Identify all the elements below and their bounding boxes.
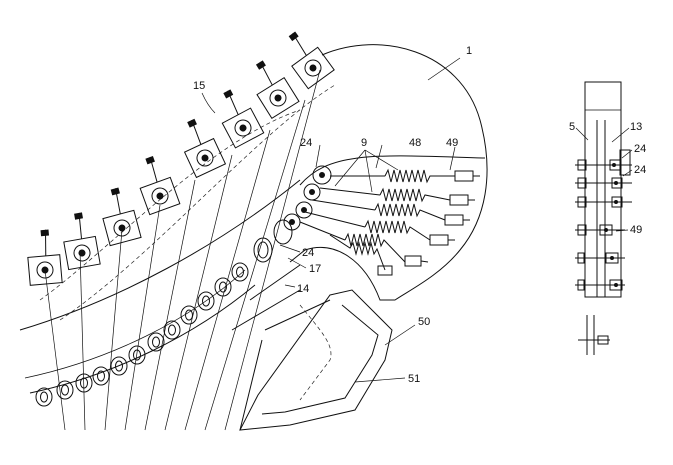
label-15: 15 bbox=[193, 80, 205, 92]
needle-lines bbox=[44, 69, 321, 431]
housing-band-dashed bbox=[39, 109, 301, 301]
pulleys bbox=[253, 165, 332, 263]
label-1: 1 bbox=[466, 45, 472, 57]
housing-outline bbox=[289, 44, 488, 301]
label-17: 17 bbox=[309, 263, 321, 275]
label-48: 48 bbox=[409, 137, 421, 149]
label-5: 5 bbox=[569, 121, 575, 133]
label-13: 13 bbox=[630, 121, 642, 133]
guide-rings bbox=[35, 262, 249, 407]
label-24-top: 24 bbox=[300, 137, 312, 149]
housing-inner-outline bbox=[299, 155, 486, 186]
springs bbox=[299, 168, 480, 276]
support-arm-outline bbox=[239, 289, 393, 431]
housing-band-1 bbox=[19, 179, 301, 331]
housing-band-2 bbox=[24, 269, 246, 379]
side-leader-lines bbox=[575, 127, 633, 232]
label-50: 50 bbox=[418, 316, 430, 328]
leader-lines bbox=[201, 57, 461, 383]
arm-body-right bbox=[239, 299, 331, 431]
side-shaft bbox=[578, 315, 610, 355]
cam-blocks bbox=[27, 31, 335, 286]
housing-band-dashed-2 bbox=[59, 84, 336, 321]
label-14: 14 bbox=[297, 283, 309, 295]
label-49: 49 bbox=[446, 137, 458, 149]
label-24-lower: 24 bbox=[302, 247, 314, 259]
label-49-side: 49 bbox=[630, 224, 642, 236]
support-arm-inner bbox=[261, 304, 379, 415]
label-51: 51 bbox=[408, 373, 420, 385]
main-view: 1 15 9 48 49 24 24 17 14 50 51 bbox=[19, 31, 488, 431]
label-24-side-b: 24 bbox=[634, 164, 646, 176]
side-bolts bbox=[575, 149, 632, 291]
label-9: 9 bbox=[361, 137, 367, 149]
side-plate-13 bbox=[584, 81, 622, 298]
housing-band-3 bbox=[29, 284, 256, 394]
label-24-side-a: 24 bbox=[634, 143, 646, 155]
support-arm-hidden bbox=[299, 304, 332, 401]
arm-body-left bbox=[231, 264, 301, 331]
side-view: 5 13 24 24 49 bbox=[569, 81, 646, 355]
